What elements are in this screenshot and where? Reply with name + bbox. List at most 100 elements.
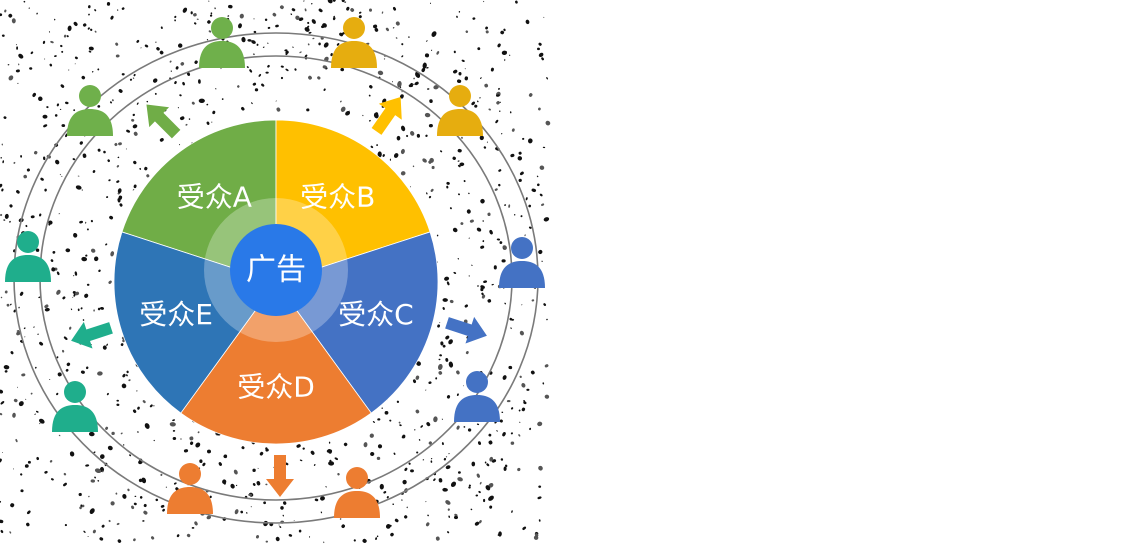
ink-speck: [2, 451, 3, 454]
ink-speck: [430, 460, 433, 463]
ink-speck: [311, 19, 316, 24]
ink-speck: [431, 165, 435, 170]
ink-speck: [58, 213, 61, 215]
ink-speck: [43, 124, 48, 128]
ink-speck: [341, 0, 345, 3]
ink-speck: [298, 17, 304, 21]
ink-speck: [508, 204, 511, 208]
ink-speck: [25, 398, 27, 400]
ink-speck: [503, 28, 506, 32]
ink-speck: [18, 306, 21, 309]
ink-speck: [194, 60, 198, 64]
ink-speck: [375, 112, 379, 115]
ink-speck: [0, 401, 5, 405]
ink-speck: [63, 482, 67, 487]
ink-speck: [465, 351, 469, 355]
ink-speck: [468, 237, 470, 239]
ink-speck: [452, 156, 456, 160]
ink-speck: [393, 153, 399, 158]
ink-speck: [292, 46, 294, 48]
ink-speck: [430, 458, 433, 460]
ink-speck: [0, 412, 3, 416]
ink-speck: [442, 487, 448, 492]
ink-speck: [252, 53, 255, 56]
ink-speck: [489, 229, 493, 235]
ink-speck: [410, 131, 415, 136]
ink-speck: [0, 157, 2, 159]
ink-speck: [3, 116, 7, 119]
ink-speck: [107, 159, 110, 163]
ink-speck: [169, 60, 172, 63]
ink-speck: [306, 25, 310, 29]
ink-speck: [410, 469, 414, 473]
ink-speck: [263, 501, 266, 505]
ink-speck: [401, 55, 404, 58]
ink-speck: [50, 478, 54, 481]
ink-speck: [303, 0, 305, 2]
ink-speck: [318, 42, 321, 46]
ink-speck: [0, 296, 3, 299]
ink-speck: [7, 64, 10, 66]
ink-speck: [328, 461, 335, 466]
segment-b: [275, 119, 431, 283]
ink-speck: [79, 141, 83, 145]
ink-speck: [80, 504, 83, 508]
ink-speck: [119, 203, 123, 207]
ink-speck: [544, 394, 550, 399]
ink-speck: [504, 302, 507, 305]
ink-speck: [39, 341, 44, 346]
ink-speck: [74, 63, 76, 65]
ink-speck: [464, 76, 469, 81]
ink-speck: [458, 10, 461, 13]
ink-speck: [206, 515, 212, 520]
ink-speck: [110, 501, 115, 506]
ink-speck: [442, 298, 448, 302]
ink-speck: [206, 103, 209, 106]
ink-speck: [510, 407, 514, 410]
ink-speck: [491, 283, 494, 286]
ink-speck: [62, 349, 65, 353]
ink-speck: [146, 100, 149, 103]
ink-speck: [438, 371, 443, 375]
ink-speck: [448, 339, 453, 345]
ink-speck: [488, 108, 491, 111]
ink-speck: [138, 478, 143, 483]
ink-speck: [11, 18, 16, 24]
ink-speck: [8, 75, 14, 81]
ink-speck: [480, 245, 485, 249]
ink-speck: [44, 188, 47, 192]
ink-speck: [275, 100, 277, 102]
ink-speck: [445, 465, 451, 470]
ink-speck: [358, 15, 362, 19]
ink-speck: [16, 190, 20, 194]
ink-speck: [140, 47, 142, 49]
ink-speck: [42, 40, 46, 45]
ink-speck: [249, 69, 253, 73]
ink-speck: [457, 193, 461, 196]
ink-speck: [482, 0, 485, 3]
ink-speck: [70, 452, 74, 457]
ink-speck: [100, 306, 104, 310]
ink-speck: [60, 44, 63, 48]
ink-speck: [251, 102, 253, 105]
ink-speck: [133, 502, 137, 506]
ink-speck: [82, 319, 85, 321]
ink-speck: [198, 98, 205, 104]
ink-speck: [74, 271, 78, 276]
ink-speck: [454, 513, 458, 517]
ink-speck: [3, 219, 6, 221]
ink-speck: [80, 370, 85, 374]
ink-speck: [106, 392, 109, 396]
ink-speck: [543, 217, 550, 222]
ink-speck: [499, 110, 501, 112]
ink-speck: [412, 379, 417, 384]
ink-speck: [72, 158, 76, 161]
ink-speck: [156, 47, 160, 51]
ink-speck: [35, 248, 40, 252]
ink-speck: [499, 241, 503, 244]
ink-speck: [275, 24, 279, 28]
ink-speck: [88, 50, 92, 53]
ink-speck: [296, 444, 301, 448]
ink-speck: [132, 124, 138, 129]
ink-speck: [133, 184, 137, 189]
